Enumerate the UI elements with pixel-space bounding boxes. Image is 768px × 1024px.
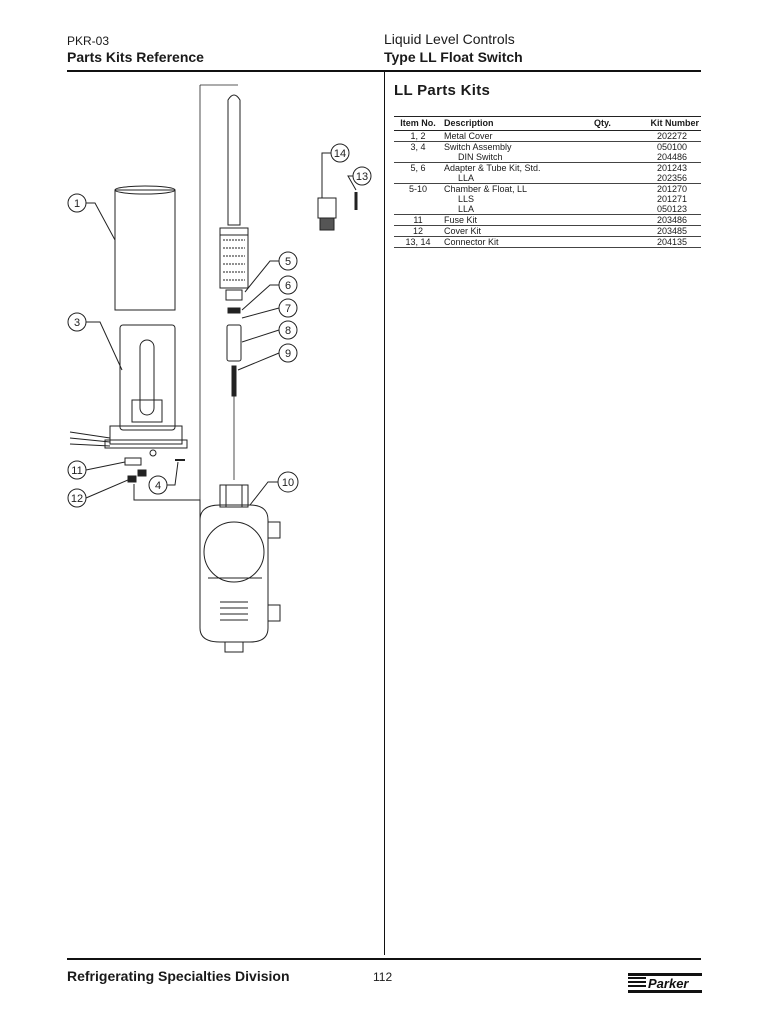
qty: [592, 183, 636, 215]
svg-text:8: 8: [285, 325, 291, 337]
callout-3: 3: [67, 312, 123, 371]
section-title: LL Parts Kits: [394, 82, 491, 99]
column-header-item: Item No.: [394, 116, 442, 131]
column-divider: [384, 72, 385, 955]
qty: [592, 162, 636, 184]
callout-11: 11: [67, 460, 126, 480]
kit-number: 202272: [636, 130, 701, 142]
svg-text:9: 9: [285, 348, 291, 360]
table-row: 13, 14 Connector Kit 204135: [394, 236, 701, 248]
svg-text:11: 11: [71, 465, 82, 477]
footer-division: Refrigerating Specialties Division: [67, 968, 290, 984]
exploded-parts-diagram: 1 3 4 5 6 7 8 9 10 1: [67, 84, 372, 653]
svg-text:1: 1: [74, 198, 80, 210]
callout-6: 6: [241, 275, 298, 311]
table-row: 11 Fuse Kit 203486: [394, 214, 701, 226]
item-no: 13, 14: [394, 236, 442, 248]
callout-9: 9: [237, 343, 298, 371]
left-header-title: Parts Kits Reference: [67, 49, 204, 65]
description: Metal Cover: [442, 130, 592, 142]
description: Adapter & Tube Kit, Std.LLA: [442, 162, 592, 184]
svg-text:10: 10: [282, 477, 294, 489]
qty: [592, 130, 636, 142]
footer-rule: [67, 958, 701, 960]
kit-number: 203486: [636, 214, 701, 226]
callout-1: 1: [67, 193, 116, 241]
din-connector: [317, 192, 358, 231]
page-number: 112: [373, 970, 393, 984]
svg-text:12: 12: [71, 493, 83, 505]
category-title: Liquid Level Controls: [384, 31, 515, 47]
description: Connector Kit: [442, 236, 592, 248]
chamber-and-float: [199, 484, 281, 653]
item-no: 11: [394, 214, 442, 226]
qty: [592, 214, 636, 226]
switch-assembly: [69, 324, 201, 550]
callout-14: 14: [321, 143, 350, 198]
table-header-row: Item No. Description Qty. Kit Number: [394, 116, 701, 131]
svg-text:Parker: Parker: [648, 976, 689, 991]
column-header-kit-number: Kit Number: [636, 116, 701, 131]
header-rule: [67, 70, 701, 72]
description: Cover Kit: [442, 225, 592, 237]
qty: [592, 141, 636, 163]
item-no: 12: [394, 225, 442, 237]
callout-10: 10: [249, 471, 299, 506]
product-title: Type LL Float Switch: [384, 49, 523, 65]
svg-text:13: 13: [356, 171, 368, 183]
callout-8: 8: [241, 320, 298, 343]
callout-13: 13: [347, 166, 372, 191]
parts-kits-table: Item No. Description Qty. Kit Number 1, …: [394, 116, 701, 248]
item-no: 3, 4: [394, 141, 442, 163]
description: Fuse Kit: [442, 214, 592, 226]
callout-7: 7: [241, 298, 298, 319]
column-header-description: Description: [442, 116, 592, 131]
svg-text:6: 6: [285, 280, 291, 292]
table-row: 12 Cover Kit 203485: [394, 225, 701, 237]
item-no: 5-10: [394, 183, 442, 215]
callout-5: 5: [244, 251, 298, 293]
parker-logo: Parker: [628, 973, 702, 993]
item-no: 5, 6: [394, 162, 442, 184]
svg-text:14: 14: [334, 148, 346, 160]
doc-code: PKR-03: [67, 34, 110, 48]
tube-assembly: [219, 94, 249, 480]
item-no: 1, 2: [394, 130, 442, 142]
metal-cover: [114, 185, 176, 311]
svg-text:5: 5: [285, 256, 291, 268]
svg-text:4: 4: [155, 480, 161, 492]
column-header-qty: Qty.: [592, 116, 636, 131]
svg-text:7: 7: [285, 303, 291, 315]
table-row: 1, 2 Metal Cover 202272: [394, 130, 701, 142]
kit-number: 203485: [636, 225, 701, 237]
svg-text:3: 3: [74, 317, 80, 329]
kit-number: 204135: [636, 236, 701, 248]
callout-4: 4: [148, 461, 179, 495]
callout-12: 12: [67, 479, 129, 508]
qty: [592, 236, 636, 248]
qty: [592, 225, 636, 237]
